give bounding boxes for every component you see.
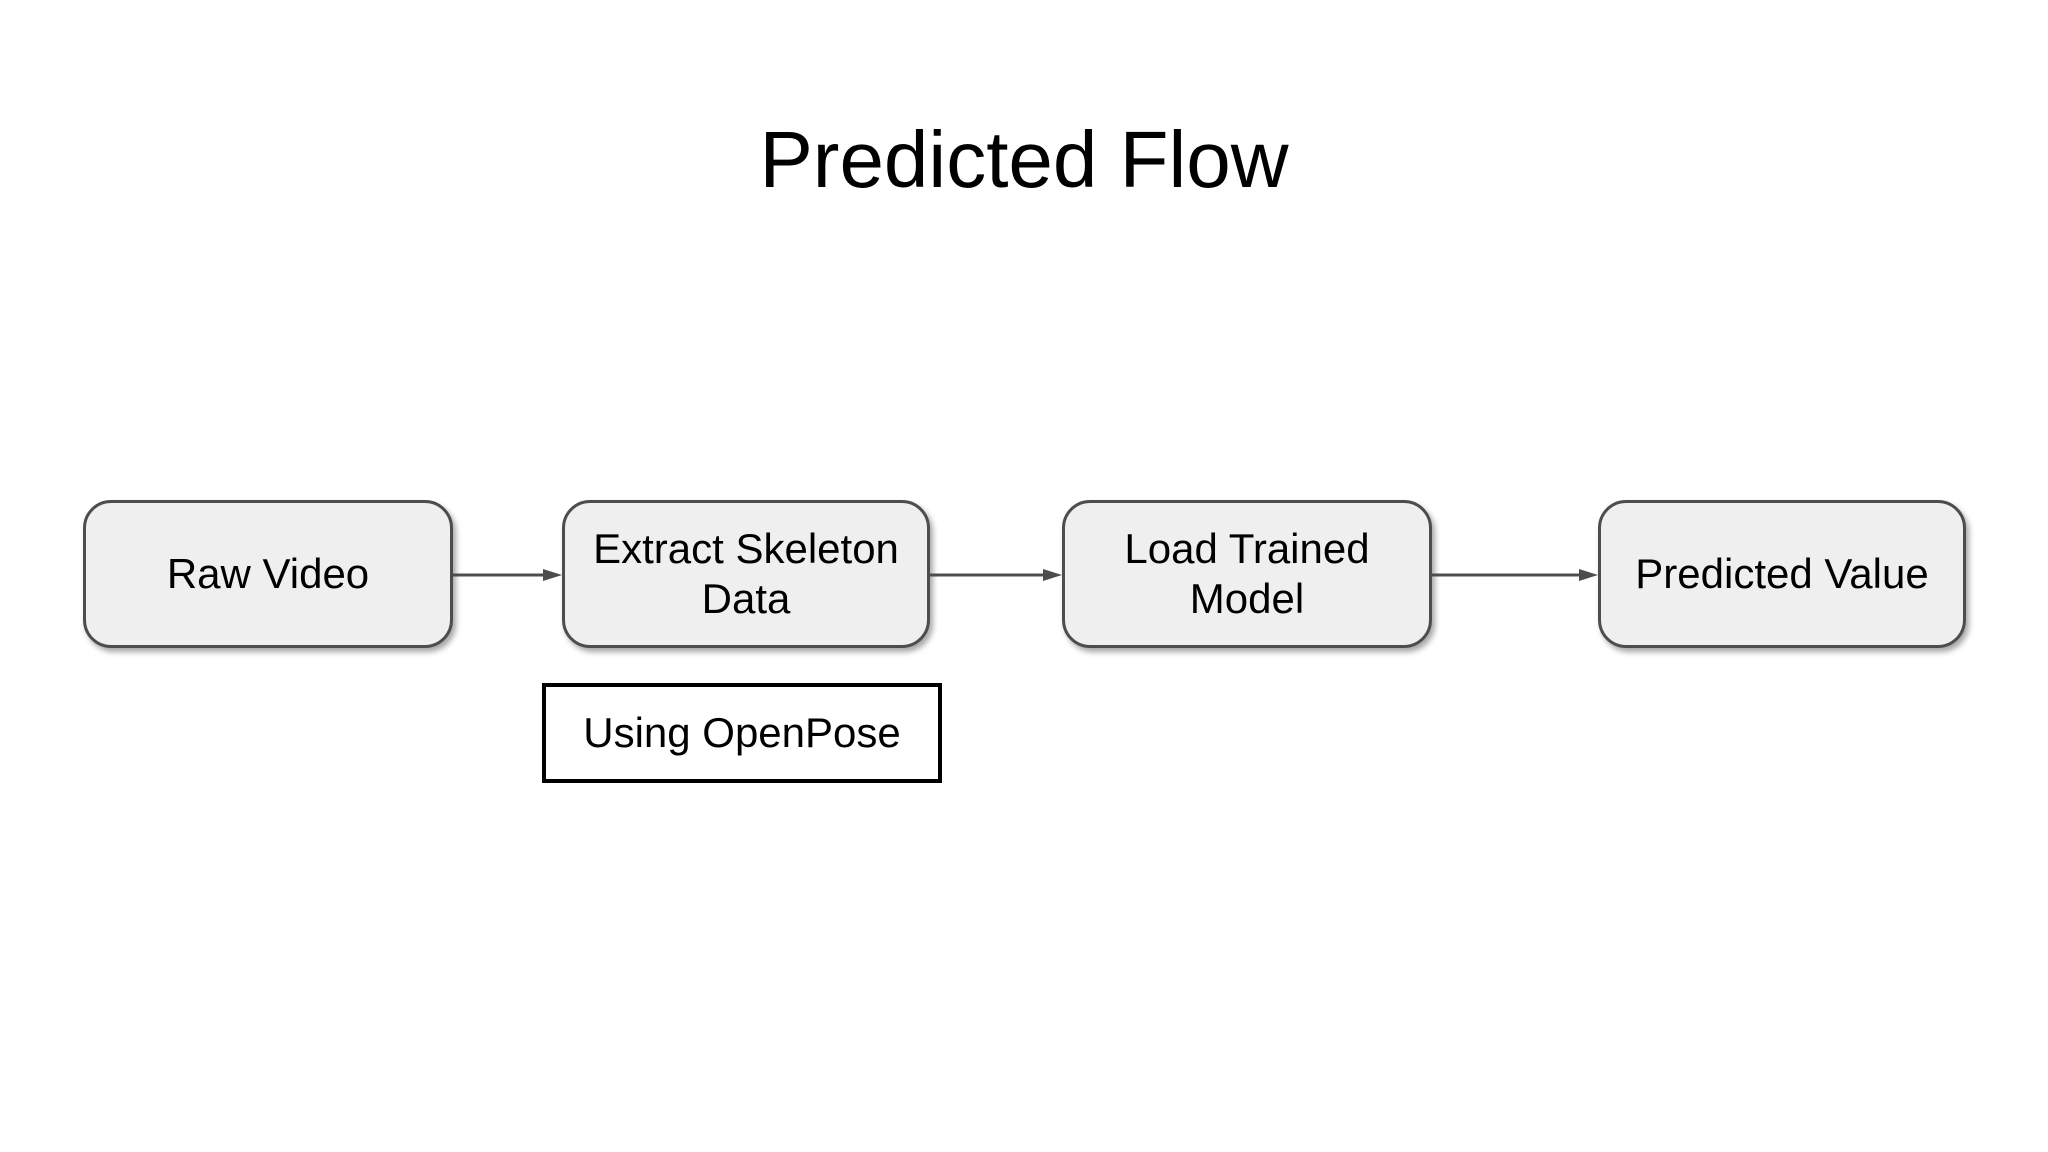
flow-node-label: Load Trained Model <box>1124 525 1370 622</box>
arrow-head-icon <box>1579 569 1598 581</box>
flow-node-label: Raw Video <box>166 550 370 598</box>
annotation-label: Using OpenPose <box>583 709 901 756</box>
flow-node-label: Predicted Value <box>1635 550 1929 598</box>
arrow-head-icon <box>1043 569 1062 581</box>
flow-node-load-trained-model: Load Trained Model <box>1062 500 1432 648</box>
flow-node-extract-skeleton-data: Extract Skeleton Data <box>562 500 930 648</box>
flow-node-predicted-value: Predicted Value <box>1598 500 1966 648</box>
flow-node-label: Extract Skeleton Data <box>593 525 899 622</box>
flow-arrow-3 <box>1432 569 1598 581</box>
flow-arrow-2 <box>930 569 1062 581</box>
flow-node-raw-video: Raw Video <box>83 500 453 648</box>
flow-arrow-1 <box>453 569 562 581</box>
arrow-head-icon <box>543 569 562 581</box>
annotation-box-using-openpose: Using OpenPose <box>542 683 942 783</box>
slide-title: Predicted Flow <box>759 115 1289 204</box>
